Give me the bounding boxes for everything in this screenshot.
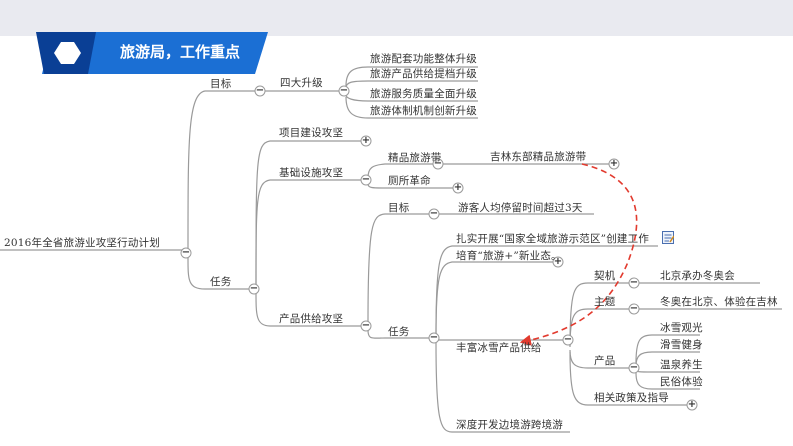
chance-child[interactable]: 北京承办冬奥会 [660, 270, 735, 282]
policy-node[interactable]: 相关政策及指导 [594, 392, 669, 404]
theme-child[interactable]: 冬奥在北京、体验在吉林 [660, 296, 778, 308]
infra-node[interactable]: 基础设施攻坚 [279, 167, 344, 179]
collapse-toggle[interactable]: − [339, 85, 349, 96]
upgrade-node[interactable]: 四大升级 [280, 77, 323, 89]
goal-node[interactable]: 目标 [210, 78, 232, 90]
supply-task-item[interactable]: 深度开发边境游跨境游 [456, 419, 563, 431]
top-band [0, 0, 793, 36]
task-node[interactable]: 任务 [210, 276, 232, 288]
expand-toggle[interactable]: + [361, 135, 371, 146]
collapse-toggle[interactable]: − [249, 283, 259, 294]
upgrade-item[interactable]: 旅游体制机制创新升级 [370, 105, 477, 117]
upgrade-item[interactable]: 旅游配套功能整体升级 [370, 53, 477, 65]
banner-title: 旅游局，工作重点 [120, 43, 241, 61]
product-item[interactable]: 温泉养生 [660, 359, 703, 371]
note-icon[interactable] [662, 231, 674, 244]
chance-node[interactable]: 契机 [594, 270, 616, 282]
theme-node[interactable]: 主题 [594, 296, 616, 308]
title-banner [36, 32, 268, 74]
expand-toggle[interactable]: + [553, 256, 563, 267]
collapse-toggle[interactable]: − [429, 208, 439, 219]
expand-toggle[interactable]: + [609, 158, 619, 169]
expand-toggle[interactable]: + [453, 182, 463, 193]
toilet-revolution-node[interactable]: 厕所革命 [388, 175, 431, 187]
project-node[interactable]: 项目建设攻坚 [279, 127, 344, 139]
product-node[interactable]: 产品 [594, 355, 616, 367]
supply-task-item[interactable]: 培育“旅游+”新业态。 [456, 250, 562, 262]
supply-task-item[interactable]: 扎实开展“国家全域旅游示范区”创建工作 [456, 233, 650, 245]
collapse-toggle[interactable]: − [181, 247, 191, 258]
collapse-toggle[interactable]: − [255, 85, 265, 96]
infra-boutique-child[interactable]: 吉林东部精品旅游带 [490, 151, 587, 163]
collapse-toggle[interactable]: − [629, 303, 639, 314]
infra-boutique-node[interactable]: 精品旅游带 [388, 152, 442, 164]
product-item[interactable]: 民俗体验 [660, 376, 703, 388]
supply-goal-child[interactable]: 游客人均停留时间超过3天 [458, 202, 583, 214]
supply-task-item[interactable]: 丰富冰雪产品供给 [456, 342, 542, 354]
supply-goal-node[interactable]: 目标 [388, 202, 410, 214]
upgrade-item[interactable]: 旅游产品供给提档升级 [370, 68, 477, 80]
supply-node[interactable]: 产品供给攻坚 [279, 313, 344, 325]
hexagon-icon [54, 42, 81, 64]
collapse-toggle[interactable]: − [361, 320, 371, 331]
collapse-toggle[interactable]: − [433, 158, 443, 169]
product-item[interactable]: 冰雪观光 [660, 322, 703, 334]
expand-toggle[interactable]: + [687, 399, 697, 410]
collapse-toggle[interactable]: − [629, 362, 639, 373]
root-node[interactable]: 2016年全省旅游业攻坚行动计划 [4, 237, 160, 249]
upgrade-item[interactable]: 旅游服务质量全面升级 [370, 88, 477, 100]
supply-task-node[interactable]: 任务 [388, 326, 410, 338]
collapse-toggle[interactable]: − [629, 277, 639, 288]
collapse-toggle[interactable]: − [361, 174, 371, 185]
collapse-toggle[interactable]: − [429, 332, 439, 343]
collapse-toggle[interactable]: − [563, 334, 573, 345]
product-item[interactable]: 滑雪健身 [660, 339, 703, 351]
